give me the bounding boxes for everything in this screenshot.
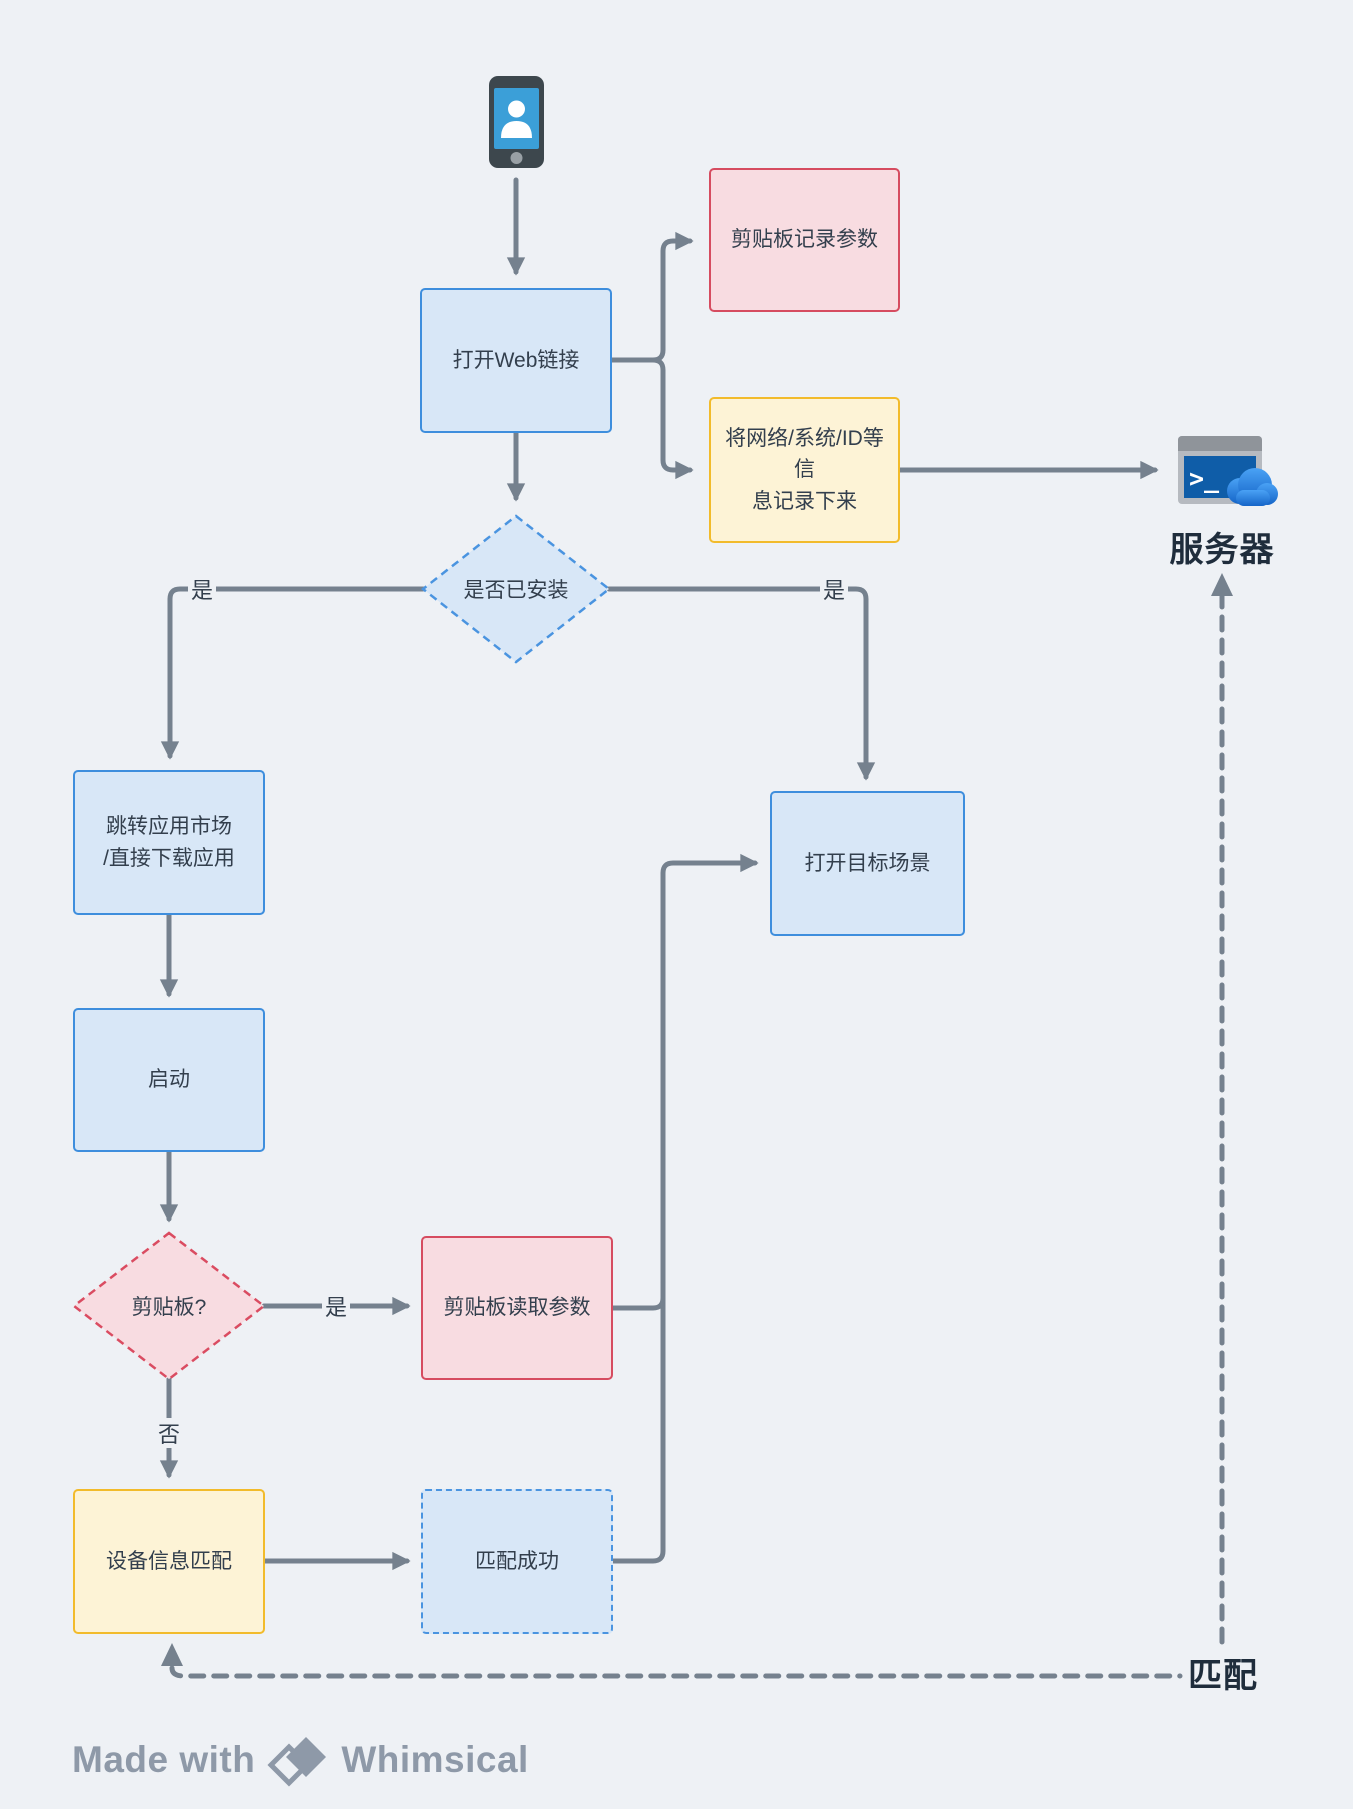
node-clipboard-read-params-label: 剪贴板读取参数 (443, 1296, 591, 1320)
edge-match-horizontal (169, 1665, 1183, 1679)
node-open-target-scene-label: 打开目标场景 (804, 851, 931, 875)
edge-to-record-info (650, 357, 694, 480)
dashed-connectors (169, 591, 1225, 1679)
diamond-clipboard-question[interactable] (71, 1231, 267, 1381)
node-clipboard-record-params-label: 剪贴板记录参数 (731, 228, 878, 252)
node-launch[interactable]: 启动 (73, 1008, 265, 1152)
node-launch-label: 启动 (148, 1068, 190, 1092)
node-clipboard-read-params[interactable]: 剪贴板读取参数 (421, 1236, 613, 1380)
edge-label-yes-clipboard: 是 (322, 1291, 351, 1321)
diamond-clipboard-question-label: 剪贴板? (131, 1296, 207, 1319)
edge-isinstalled-jumpstore (160, 586, 426, 760)
mobile-user-icon (489, 76, 544, 168)
edge-label-yes-right: 是 (820, 574, 849, 604)
arrowhead-into-devicematch (161, 1643, 183, 1666)
match-label: 匹配 (1188, 1657, 1258, 1695)
diamond-is-installed[interactable] (420, 514, 612, 664)
node-device-info-match[interactable]: 设备信息匹配 (73, 1489, 265, 1634)
node-jump-app-store[interactable]: 跳转应用市场 /直接下载应用 (73, 770, 265, 915)
node-clipboard-record-params[interactable]: 剪贴板记录参数 (709, 168, 900, 312)
node-open-target-scene[interactable]: 打开目标场景 (770, 791, 965, 936)
whimsical-brand-text: Whimsical (341, 1739, 529, 1780)
node-open-web-link-label: 打开Web链接 (452, 348, 580, 372)
node-match-success[interactable]: 匹配成功 (421, 1489, 613, 1634)
arrowhead-into-server (1211, 573, 1233, 596)
terminal-cloud-icon: >_ (1178, 436, 1278, 506)
node-record-network-info[interactable]: 将网络/系统/ID等信 息记录下来 (709, 397, 900, 543)
edge-to-clipboard-record (650, 231, 694, 363)
cloud-glyph (1227, 468, 1278, 506)
node-match-success-label: 匹配成功 (475, 1549, 559, 1573)
whimsical-diamonds-icon (267, 1737, 327, 1787)
edge-label-no: 否 (155, 1418, 184, 1448)
node-jump-app-store-label: 跳转应用市场 /直接下载应用 (103, 815, 235, 870)
edge-matchsuccess-opentarget (610, 853, 759, 1564)
terminal-prompt-glyph: >_ (1189, 464, 1220, 493)
diamond-is-installed-label: 是否已安装 (463, 579, 569, 602)
node-open-web-link[interactable]: 打开Web链接 (420, 288, 612, 433)
edge-clipboardread-merge (610, 1280, 666, 1311)
edge-isinstalled-opentarget (606, 586, 876, 781)
edge-label-yes-left: 是 (188, 574, 217, 604)
solid-connectors (159, 177, 1159, 1571)
server-label: 服务器 (1169, 531, 1275, 569)
node-record-network-info-label: 将网络/系统/ID等信 息记录下来 (725, 426, 884, 513)
made-with-whimsical-link[interactable]: Made with Whimsical (72, 1731, 529, 1789)
node-device-info-match-label: 设备信息匹配 (106, 1549, 232, 1573)
dashed-arrowheads (161, 573, 1233, 1666)
made-with-text: Made with (72, 1739, 256, 1780)
